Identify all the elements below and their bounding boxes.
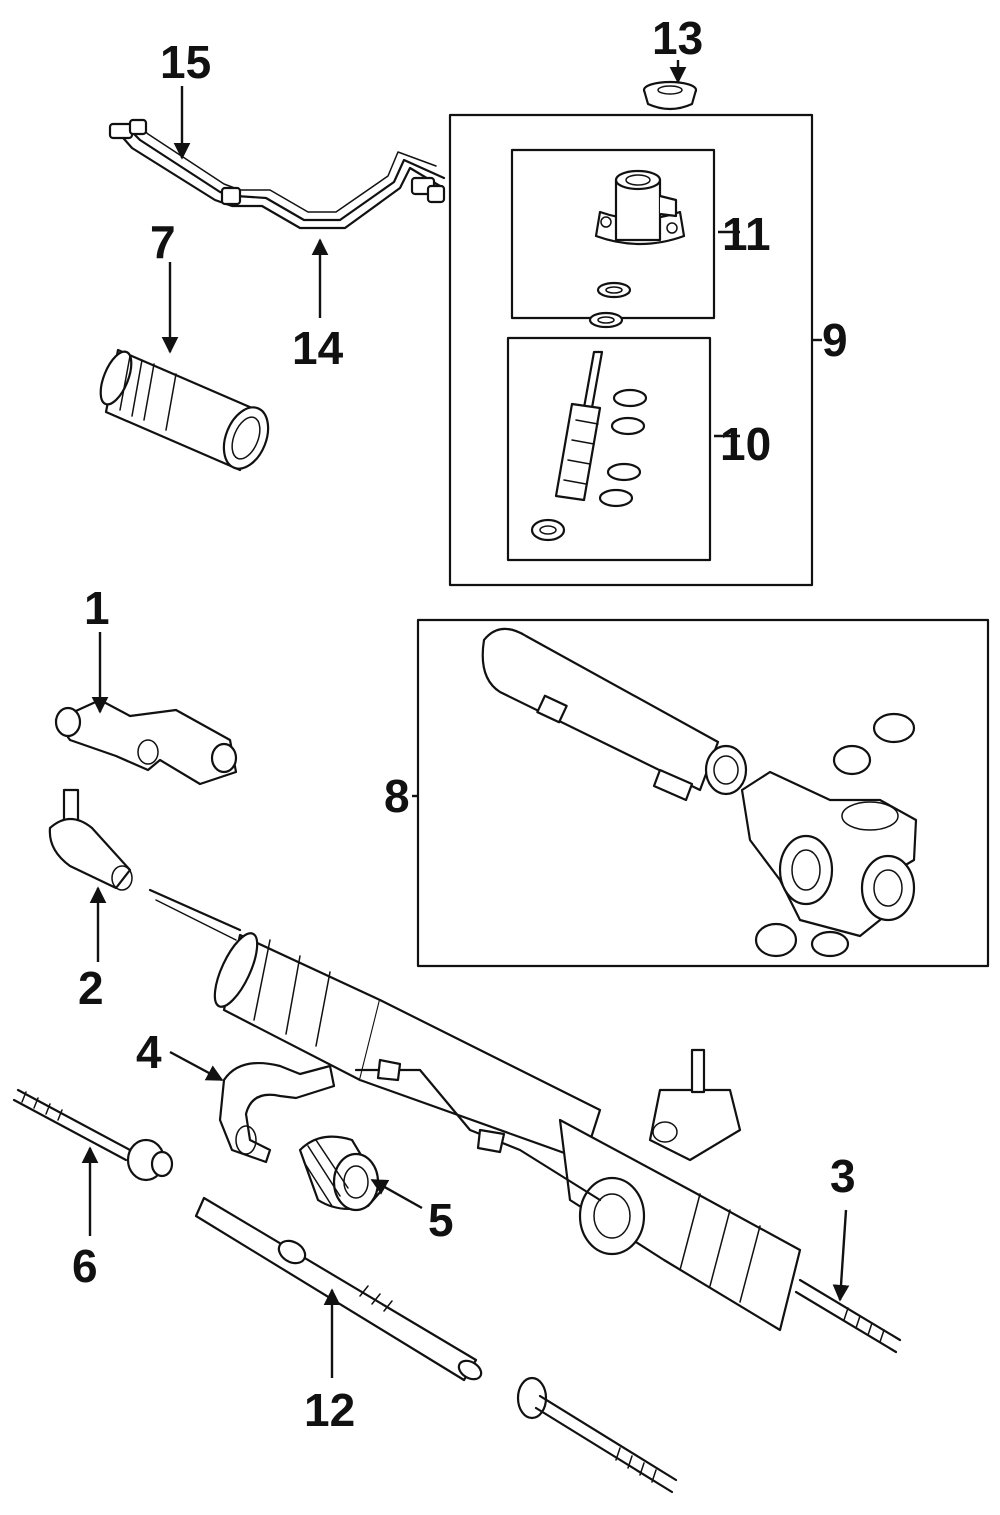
part-7-boot bbox=[99, 348, 270, 472]
callout-15: 15 bbox=[160, 36, 211, 88]
callout-4: 4 bbox=[136, 1026, 162, 1078]
callout-2: 2 bbox=[78, 962, 104, 1014]
part-13-cap bbox=[642, 80, 698, 111]
callout-9: 9 bbox=[822, 314, 848, 366]
callout-14: 14 bbox=[292, 322, 344, 374]
part-1-bracket bbox=[54, 698, 238, 786]
callout-1: 1 bbox=[84, 582, 110, 634]
part-8-housing bbox=[481, 627, 918, 958]
callout-6: 6 bbox=[72, 1240, 98, 1292]
part-11-seals bbox=[588, 281, 632, 329]
callout-5: 5 bbox=[428, 1194, 454, 1246]
callout-8: 8 bbox=[384, 770, 410, 822]
part-11-valve-housing bbox=[594, 169, 686, 246]
box-8-housing-assembly bbox=[416, 618, 990, 968]
box-9-valve-assembly bbox=[448, 113, 814, 587]
part-3-rack-assembly bbox=[148, 888, 902, 1354]
part-4-clamp bbox=[218, 1062, 336, 1164]
callout-12: 12 bbox=[304, 1384, 355, 1436]
callout-13: 13 bbox=[652, 12, 703, 64]
leader-lines bbox=[81, 60, 850, 1378]
part-14-15-pressure-lines bbox=[108, 118, 446, 230]
part-6-inner-tie-rod bbox=[12, 1088, 174, 1182]
callout-3: 3 bbox=[830, 1150, 856, 1202]
callout-10: 10 bbox=[720, 418, 771, 470]
callout-11: 11 bbox=[722, 208, 771, 260]
part-5-grommet bbox=[298, 1135, 384, 1212]
part-tie-rod-bottom bbox=[516, 1376, 678, 1494]
callout-7: 7 bbox=[150, 216, 176, 268]
part-2-tie-rod-end bbox=[48, 788, 133, 891]
part-10-valve-spool bbox=[530, 350, 648, 542]
box-10-valve bbox=[506, 336, 712, 562]
